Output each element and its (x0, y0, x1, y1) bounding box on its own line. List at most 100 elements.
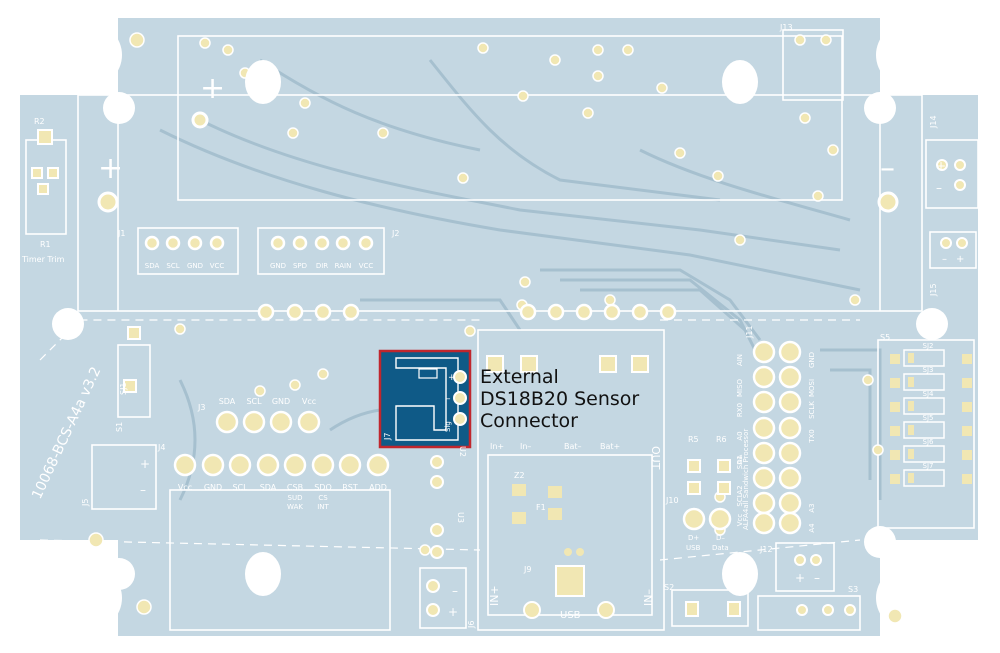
j4-pin-label: CSB (287, 483, 303, 492)
j11-pin-label: Vcc (736, 514, 744, 527)
j11-label: J11 (745, 325, 754, 339)
j11-pad (752, 441, 776, 465)
plus-sign-board: + (98, 151, 123, 186)
callout: External DS18B20 Sensor Connector (480, 366, 639, 432)
j11-pad (778, 511, 802, 535)
j4-sub-label: CS (318, 494, 328, 502)
j3-pad (215, 410, 239, 434)
j10-label: J10 (665, 496, 679, 505)
j14-minus: – (936, 181, 942, 195)
j2-pad (270, 235, 286, 251)
j9-usb: USB (560, 610, 581, 621)
j11-pad (778, 491, 802, 515)
sj-outline (903, 421, 945, 439)
sj-outline (903, 397, 945, 415)
sj-label: SJ4 (923, 390, 935, 398)
j3-pad (242, 410, 266, 434)
r2-label: R2 (34, 117, 45, 126)
j4-pin-label: SCL (232, 483, 248, 492)
j4-pad (228, 453, 252, 477)
sj-outline (903, 349, 945, 367)
j1-pad (209, 235, 225, 251)
j2-pads (270, 235, 374, 251)
j2-pad (292, 235, 308, 251)
j11-pad (778, 340, 802, 364)
j15-plus: + (956, 254, 964, 265)
sj-pad (962, 450, 972, 460)
j11-pin-label: A2 (736, 485, 744, 494)
j3-pin-label: SCL (246, 397, 262, 406)
j14-label: J14 (929, 115, 938, 129)
sj-pad (890, 450, 900, 460)
j9-pin-in-minus: In– (520, 442, 531, 451)
j4-pad (366, 453, 390, 477)
corner-hole (876, 566, 940, 630)
sj-pad (962, 474, 972, 484)
silk-outlines (25, 29, 979, 631)
j4-pin-label: ADD (369, 483, 387, 492)
sj-label: SJ3 (923, 366, 934, 374)
j11-pin-label: SCL (736, 493, 744, 506)
sj-pad (908, 401, 914, 411)
j10-pin-dminus: D– (716, 534, 725, 542)
j1-pin-label: SCL (166, 262, 179, 270)
j11-pin-label: SCLK (808, 401, 816, 419)
sj-pad (908, 377, 914, 387)
j11-pad (778, 416, 802, 440)
j9-pin-bat-minus: Bat– (564, 442, 582, 451)
j1-pads (144, 235, 225, 251)
j11-pin-label: A1 (736, 455, 744, 464)
j7-label: J7 (383, 433, 392, 441)
plus-sign-left: + (200, 71, 225, 106)
mounting-holes (52, 60, 948, 596)
j4-pad (311, 453, 335, 477)
j12-label: J12 (759, 545, 773, 554)
j15-minus: – (942, 254, 947, 265)
r6-label: R6 (716, 435, 727, 444)
j4-pads (173, 453, 390, 477)
z2-label: Z2 (514, 471, 525, 480)
j2-label: J2 (391, 229, 399, 238)
j3-pad (269, 410, 293, 434)
j4-pin-label: SDO (314, 483, 332, 492)
j4-sub-label: WAK (287, 503, 303, 511)
j4-sub-label: SUD (288, 494, 303, 502)
j11-pad (778, 466, 802, 490)
s1-label: S1 (115, 422, 124, 432)
sj-outline (903, 469, 945, 487)
power-pads (97, 111, 899, 213)
j10-pads (682, 507, 732, 531)
j11-pad (752, 365, 776, 389)
j3-label: J3 (197, 403, 205, 412)
corner-hole (876, 23, 940, 87)
j3-pin-label: Vcc (302, 397, 316, 406)
j10-pad (708, 507, 732, 531)
sj-label: SJ7 (923, 462, 934, 470)
sj-pad (962, 378, 972, 388)
j2-pad (314, 235, 330, 251)
j2-pad (335, 235, 351, 251)
j4-pin-label: RST (342, 483, 358, 492)
sj-pad (908, 449, 914, 459)
j9-pin-bat-plus: Bat+ (600, 442, 620, 451)
sj-jumpers (890, 349, 972, 487)
u3-label: U3 (456, 512, 465, 523)
j5-minus: – (140, 483, 146, 497)
sj-pad (908, 353, 914, 363)
j4-pin-label: Vcc (178, 483, 192, 492)
j10-pad (682, 507, 706, 531)
j4-pin-label: GND (204, 483, 222, 492)
j10-pin-dplus: D+ (688, 534, 699, 542)
callout-line-3: Connector (480, 410, 578, 432)
j9-in-plus: IN+ (488, 585, 501, 606)
sj-pad (962, 426, 972, 436)
j1-pad (144, 235, 160, 251)
s5-label: S5 (880, 333, 890, 342)
sj-pad (908, 425, 914, 435)
j4-pad (256, 453, 280, 477)
j11-pin-label: AIN (736, 354, 744, 366)
j9-in-minus: IN– (642, 589, 655, 606)
j1-pin-label: VCC (210, 262, 225, 270)
